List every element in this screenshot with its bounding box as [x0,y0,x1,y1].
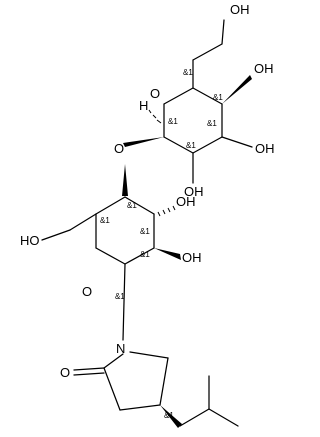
bond [41,229,71,241]
bond [163,87,194,105]
bond [95,196,126,215]
hydroxyl-label: OH [176,194,196,209]
bond [221,136,253,148]
hash-bond [157,211,161,217]
hash-bond [172,205,176,211]
pyrrolidone-ring [73,351,239,428]
nitrogen-label: N [116,341,125,356]
hash-bond [167,207,171,213]
stereo-descriptor: &1 [213,93,223,102]
bond [192,87,223,105]
hydrogen-label: H [139,98,148,113]
wedge-bond [122,164,128,196]
stereo-descriptor: &1 [140,250,150,259]
hash-bond [156,119,162,124]
stereo-descriptor: &1 [186,141,196,150]
glycosidic-oxygen-label: O [114,141,124,156]
hash-bond [148,109,152,114]
carbonyl-oxygen-label: O [60,365,70,380]
hydroxyl-label: OH [182,250,202,265]
stereo-descriptor: &1 [115,292,125,301]
bond [122,263,126,341]
wedge-bond [154,248,181,260]
hydroxyl-label: OH [230,2,250,17]
bond [103,367,121,411]
hydroxyl-label: OH [254,61,274,76]
hash-bond [162,209,166,215]
bond [163,136,194,154]
stereo-descriptor: &1 [140,227,150,236]
bond [69,213,97,231]
stereo-descriptor: &1 [207,119,217,128]
hydroxyl-label: OH [255,141,275,156]
bottom-sugar-ring [41,164,181,341]
chemical-structure-diagram: OH O H OH OH OH O HO OH O OH N O &1 &1 &… [20,2,275,428]
stereo-descriptor: &1 [164,411,174,420]
bond [73,372,105,376]
bond [208,408,239,427]
ring-oxygen-label: O [150,86,160,101]
bond [221,19,225,45]
stereo-descriptor: &1 [168,117,178,126]
bond [192,136,223,154]
bond [159,357,169,406]
stereo-descriptor: &1 [127,201,137,210]
wedge-bond [123,137,164,147]
top-sugar-ring [123,19,253,184]
bond [95,247,126,265]
wedge-bond [160,405,182,428]
stereo-descriptor: &1 [183,68,193,77]
ring-oxygen-label: O [82,284,92,299]
hydroxyl-label: HO [20,233,40,248]
bond [124,196,155,215]
bond [103,353,124,369]
hydroxyl-label: OH [184,184,204,199]
bond [129,351,169,359]
wedge-bond [222,75,252,104]
bond [192,43,223,61]
hash-bond [152,114,157,119]
bond [119,404,161,411]
bond [179,408,210,427]
bond [124,247,155,265]
stereo-descriptor: &1 [100,216,110,225]
bond [73,367,105,371]
